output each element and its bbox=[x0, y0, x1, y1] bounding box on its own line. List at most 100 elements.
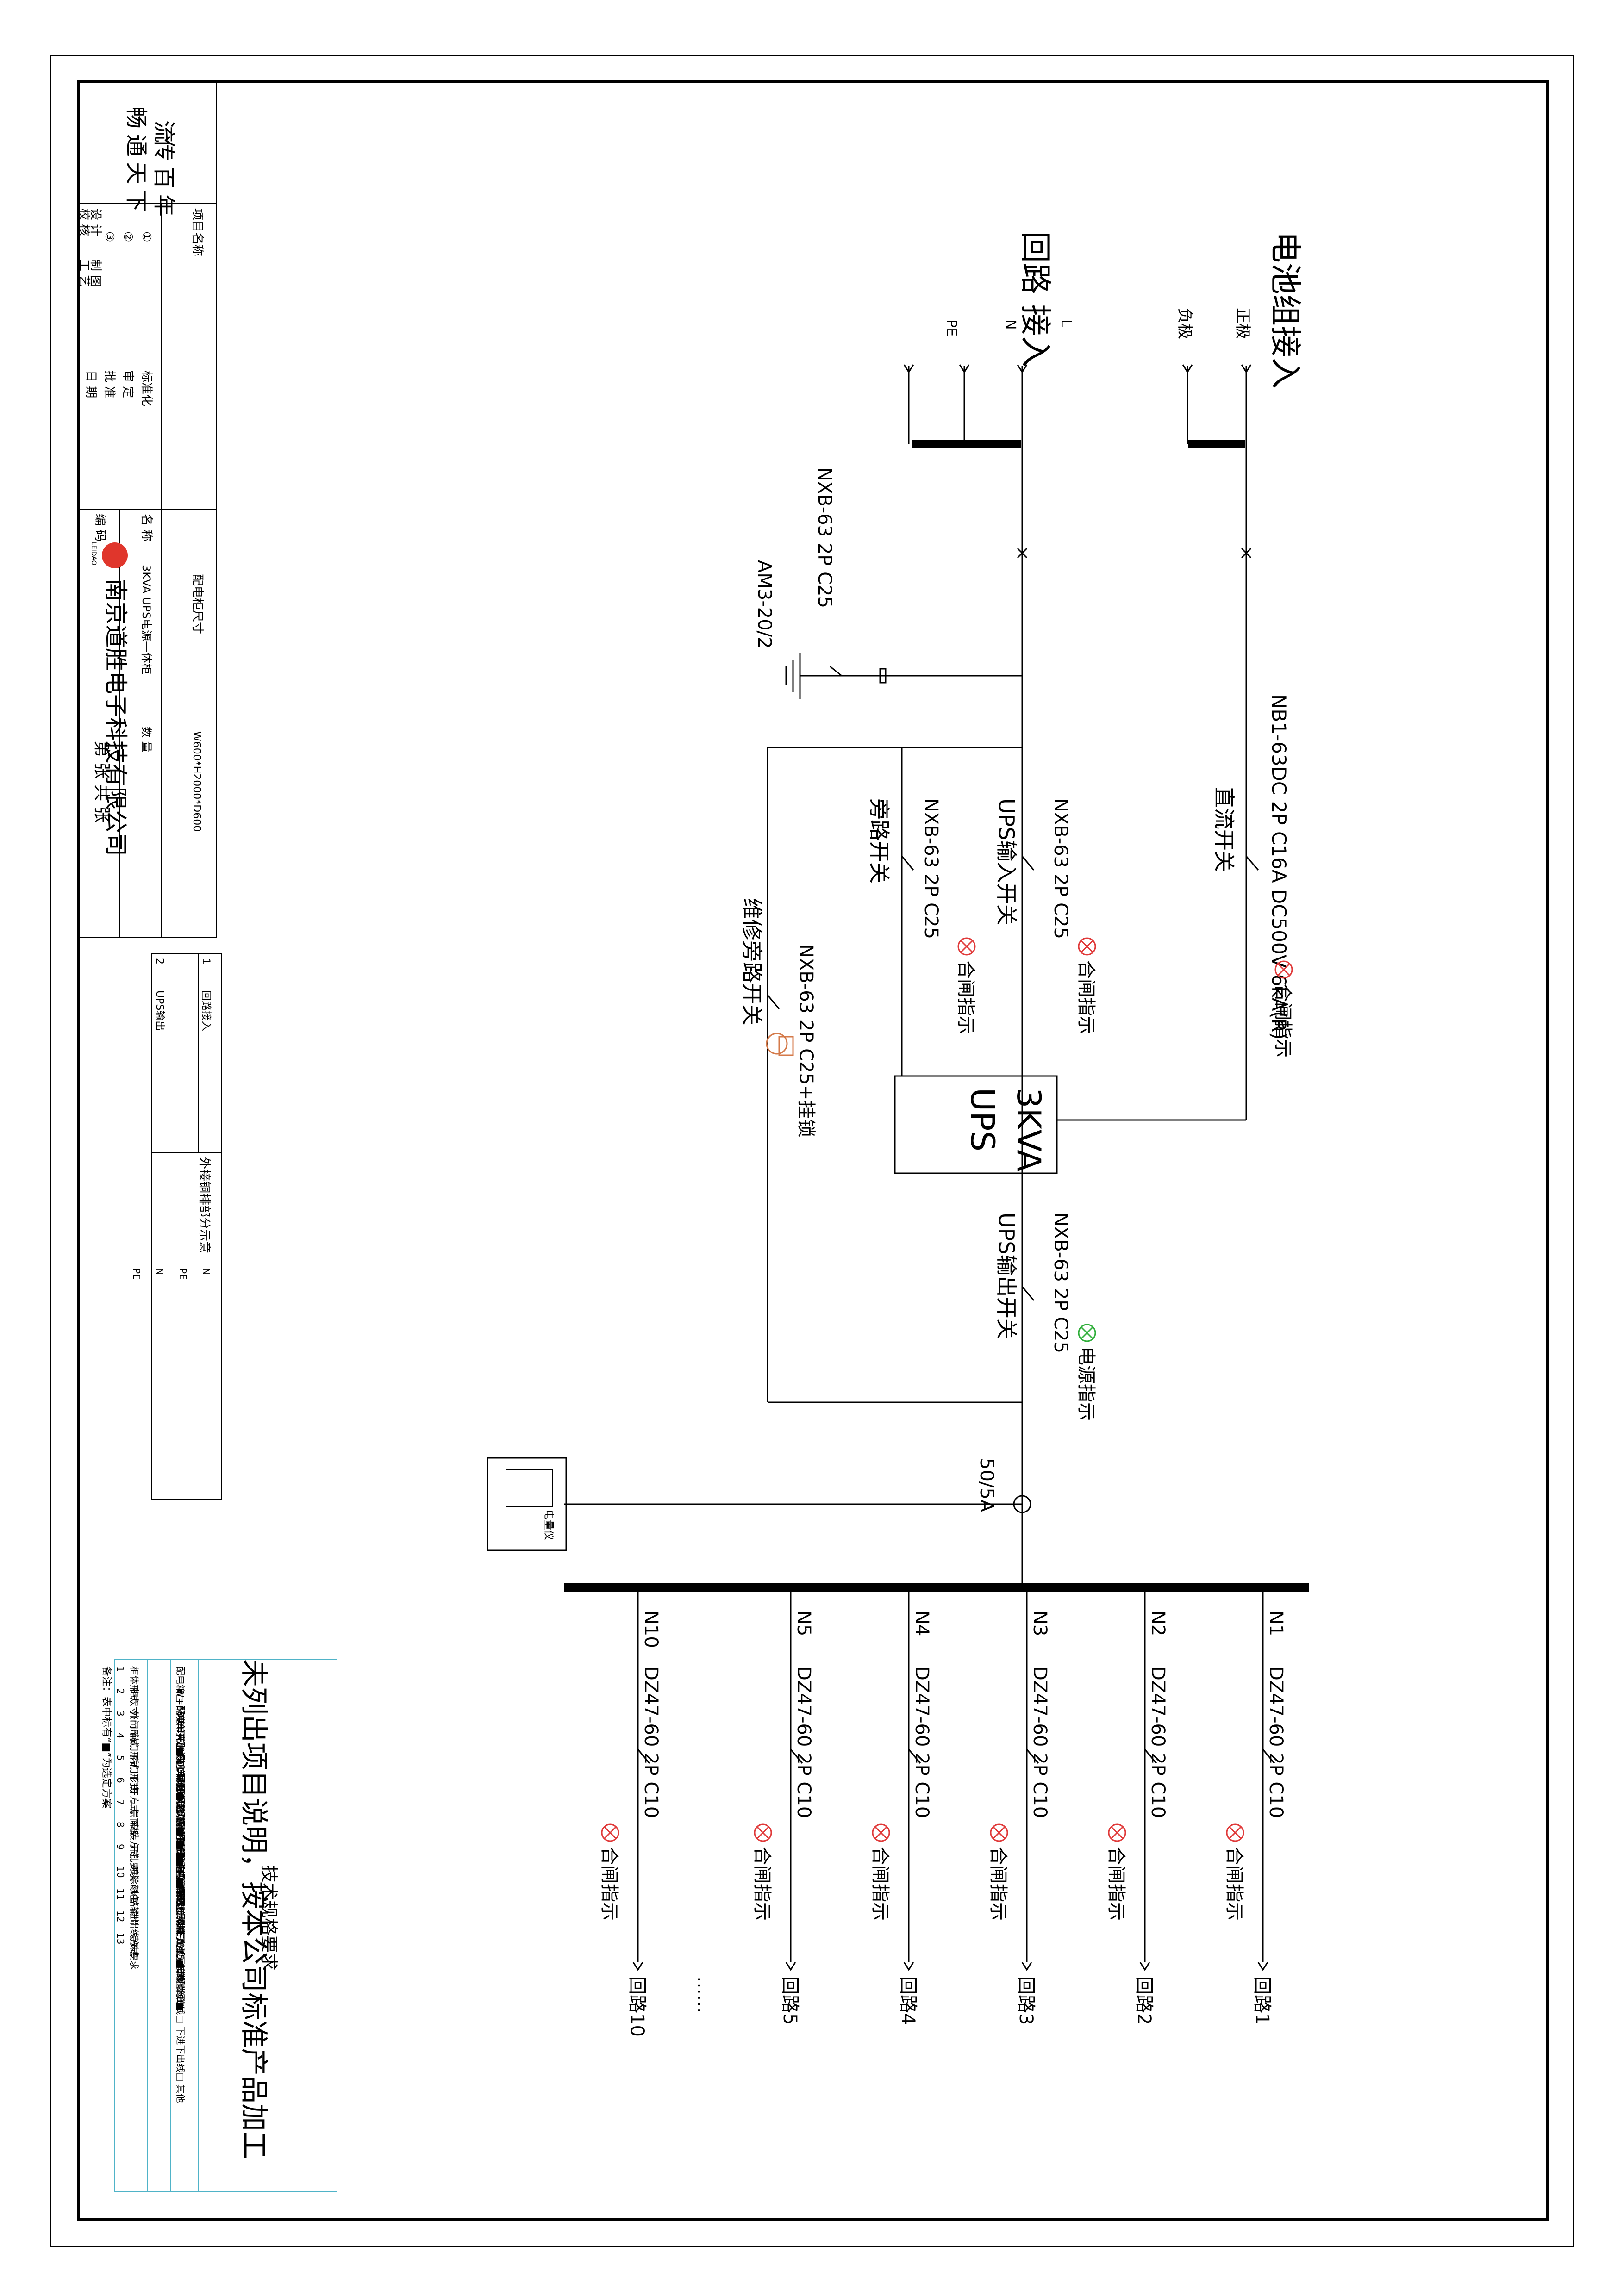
branch-indicator: 合闸指示 bbox=[1224, 1847, 1245, 1921]
ext-table: 外接铜排部分示意 1 回路接入 2 UPS输出 N PE N PE bbox=[131, 953, 222, 1500]
sheet-text: 第 张 共 张 bbox=[92, 740, 111, 823]
role2-4: 日 期 bbox=[84, 370, 98, 398]
branch-circuit: 回路5 bbox=[779, 1976, 800, 2025]
ct-label: 50/5A bbox=[976, 1458, 997, 1512]
company-logo-icon bbox=[102, 542, 128, 568]
branch-N1: N1 DZ47-60 2P C10 合闸指示 回路1 bbox=[1224, 1611, 1287, 2025]
spec-row-no: 13 bbox=[115, 1933, 126, 1944]
role-1: 设 计 bbox=[88, 208, 102, 236]
ups-box bbox=[894, 1075, 1058, 1174]
ups-line1: 3KVA bbox=[1010, 1088, 1048, 1172]
spec-row-value: W=600 H=2000 D=600 bbox=[175, 1688, 186, 1799]
spec-row-no: 12 bbox=[115, 1910, 126, 1922]
ext-row1-n: N bbox=[200, 1268, 212, 1275]
ext-row1-pe: PE bbox=[177, 1268, 188, 1280]
power-indicator-label: 电源指示 bbox=[1075, 1347, 1097, 1421]
branch-id: N2 bbox=[1147, 1611, 1168, 1636]
switch-symbols bbox=[767, 548, 1259, 1301]
branch-id: N4 bbox=[911, 1611, 932, 1636]
battery-positive: 正极 bbox=[1233, 308, 1252, 339]
branch-lines bbox=[632, 1587, 1275, 1971]
name-value: 3KVA UPS电源一体柜 bbox=[140, 565, 153, 674]
row-1: ① bbox=[139, 231, 153, 242]
role2-2: 审 定 bbox=[121, 370, 135, 398]
spec-row-no: 9 bbox=[115, 1844, 126, 1850]
slogan-2: 畅 bbox=[123, 106, 149, 129]
ext-row1-no: 1 bbox=[200, 958, 212, 964]
spec-row-no: 4 bbox=[115, 1733, 126, 1739]
input-n: N bbox=[1002, 319, 1018, 330]
battery-title: 电池组接入 bbox=[1267, 231, 1303, 389]
slogan-1: 流 bbox=[151, 120, 177, 143]
branch-breaker: DZ47-60 2P C10 bbox=[1147, 1666, 1168, 1818]
role-2: 制 图 bbox=[88, 259, 102, 287]
slogan-8: 下 bbox=[123, 190, 149, 212]
ext-row2-pe: PE bbox=[131, 1268, 142, 1280]
main-switch-label: NXB-63 2P C25 bbox=[814, 467, 835, 608]
spec-row-name: 开孔要求 bbox=[129, 1844, 140, 1881]
size-label: 配电柜尺寸 bbox=[190, 574, 204, 634]
spec-row-name: 柜体形式 bbox=[129, 1666, 140, 1703]
branch-indicator: 合闸指示 bbox=[1106, 1847, 1127, 1921]
ups-in-name: UPS输入开关 bbox=[994, 798, 1019, 926]
branch-circuit: 回路10 bbox=[626, 1976, 648, 2037]
spec-row-no: 10 bbox=[115, 1866, 126, 1878]
spec-note: 备注：表中标有“■”为选定方案 bbox=[100, 1666, 112, 1809]
ext-row1-name: 回路接入 bbox=[200, 990, 212, 1031]
spec-row-value: 配置接线端子□ 无接线端子■ bbox=[175, 1888, 186, 2010]
dc-switch-model: NB1-63DC 2P C16A DC500V 6kA(R) bbox=[1268, 694, 1290, 1039]
battery-terminals bbox=[1182, 364, 1252, 444]
branch-id: N1 bbox=[1265, 1611, 1287, 1636]
arrester-label: AM3-20/2 bbox=[754, 560, 775, 649]
spec-row-name: 柜尺寸(mm) bbox=[129, 1688, 140, 1742]
spec-row-value: 夹心门□ 钢化玻璃门□ 网孔门■ 其他 bbox=[175, 1733, 186, 1888]
padlock-icon bbox=[766, 1033, 794, 1056]
spec-row-name: 进出线方式 bbox=[129, 1910, 140, 1957]
ext-row2-no: 2 bbox=[154, 958, 165, 964]
spec-row-value: RAL9001□ RAL7035■ 其他颜色 bbox=[175, 1866, 186, 2009]
role-4: 工 艺 bbox=[77, 259, 91, 287]
spec-row-value: 配电箱□ 配电单元□ PDU配柜■ 2U柜□ 其他 bbox=[175, 1666, 186, 1856]
spec-row-no: 6 bbox=[115, 1777, 126, 1783]
branch-N5: N5 DZ47-60 2P C10 合闸指示 回路5 bbox=[751, 1611, 814, 2025]
bypass-name: 旁路开关 bbox=[867, 798, 892, 884]
wires bbox=[564, 444, 1247, 1587]
spec-row-name: 前门形式 bbox=[129, 1733, 140, 1770]
code-label: 编 码 bbox=[93, 514, 107, 541]
ct-icon bbox=[1013, 1495, 1031, 1513]
spec-row-name: 特殊要求 bbox=[129, 1933, 140, 1970]
indicator-icons bbox=[957, 937, 1293, 1342]
spec-row-value: 落地■ 壁挂□ 挂箱□ bbox=[175, 1822, 186, 1909]
role2-1: 标准化 bbox=[139, 370, 153, 406]
battery-negative: 负极 bbox=[1175, 308, 1194, 339]
branch-indicator: 合闸指示 bbox=[751, 1847, 773, 1921]
title-block: 流 畅 传 通 百 天 年 下 项目名称 ① ② ③ 设 计 制 图 校 核 工… bbox=[77, 81, 217, 938]
branch-breaker: DZ47-60 2P C10 bbox=[793, 1666, 814, 1818]
spec-row-value: 夹心门□ 钢化玻璃门□ 网孔门■ 其他 bbox=[175, 1755, 186, 1910]
meter-box bbox=[487, 1457, 567, 1551]
branch-N4: N4 DZ47-60 2P C10 合闸指示 回路4 bbox=[869, 1611, 932, 2025]
ups-line2: UPS bbox=[963, 1088, 1001, 1151]
bypass-indicator-label: 合闸指示 bbox=[955, 960, 976, 1034]
input-title: 回路 接入 bbox=[1017, 231, 1053, 367]
branch-breaker: DZ47-60 2P C10 bbox=[1265, 1666, 1287, 1818]
branch-N10: N10 DZ47-60 2P C10 合闸指示 回路10 bbox=[599, 1611, 662, 2037]
spec-row-value: 碳钢板■ 镀锌板□ 无面板□ bbox=[175, 1799, 186, 1915]
slogan-5: 百 bbox=[151, 167, 177, 189]
ext-row2-n: N bbox=[154, 1268, 165, 1275]
meter-label: 电量仪 bbox=[543, 1510, 554, 1540]
branch-indicators bbox=[601, 1823, 1244, 1842]
row-3: ③ bbox=[102, 231, 116, 242]
role-3: 校 核 bbox=[77, 208, 91, 236]
row-2: ② bbox=[121, 231, 135, 242]
spec-row-value: 上进下出线□ 上进上出线□ 下进下出线□ 其他 bbox=[175, 1910, 186, 2103]
dc-switch-name: 直流开关 bbox=[1212, 787, 1237, 872]
schematic-diagram: 电池组接入 正极 负极 回路 接入 L N PE bbox=[77, 81, 1309, 2192]
maint-model: NXB-63 2P C25+挂锁 bbox=[795, 944, 817, 1137]
branch-indicator: 合闸指示 bbox=[987, 1847, 1009, 1921]
input-l: L bbox=[1058, 319, 1074, 327]
spec-row-value: 前单开门■ 前单开双门□ 其他 bbox=[175, 1711, 186, 1836]
spec-row-value: 无■ 有□ 排列方式 bbox=[175, 1844, 186, 1923]
